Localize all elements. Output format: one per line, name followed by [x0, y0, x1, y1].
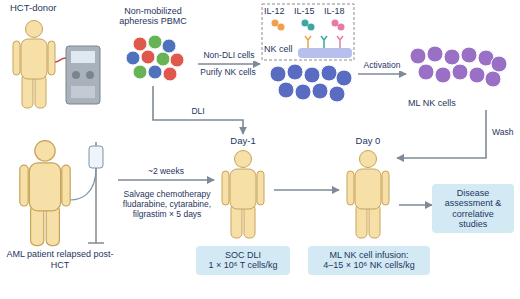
node-text: AML patient relapsed post-HCT [4, 249, 116, 270]
flow-arrow [274, 189, 339, 191]
patient-day-0 [347, 151, 389, 239]
edge-label: Activation [362, 61, 403, 71]
nk-activation-node: IL-12 IL-15 IL-18 NK cell [260, 2, 356, 106]
edge-label: DLI [189, 107, 206, 117]
cytokines [272, 20, 345, 31]
donor-node: HCT-donor [6, 3, 110, 111]
node-text: NK cell [264, 44, 293, 54]
node-text: 4–15 × 10⁶ NK cells/kg [313, 260, 425, 270]
donor-person [13, 21, 55, 109]
flow-arrow [397, 110, 486, 158]
day-minus-1-node: Day-1 [214, 134, 272, 242]
note-label: Purify NK cells [198, 68, 257, 78]
aml-patient [20, 141, 70, 246]
flow-arrow [358, 73, 406, 75]
node-text: 1 × 10⁶ T cells/kg [201, 260, 285, 270]
nk-membrane [298, 36, 352, 58]
day-0-node: Day 0 [339, 134, 397, 242]
pbmc-node: Non-mobilized apheresis PBMC [110, 6, 196, 84]
node-text: Non-mobilized apheresis PBMC [110, 6, 196, 27]
cytokine-frame [262, 4, 354, 60]
node-text: ML NK cell infusion: [313, 250, 425, 260]
node-text: IL-15 [294, 6, 315, 16]
pbmc-cluster [126, 35, 184, 81]
flow-arrow [153, 86, 243, 134]
assessment-box: Disease assessment & correlative studies [432, 184, 514, 233]
node-text: Disease assessment & correlative studies [437, 188, 509, 229]
node-text: IL-18 [324, 6, 345, 16]
node-text: ML NK cells [408, 98, 456, 108]
edge-label: Non-DLI cells [201, 51, 256, 61]
nk-cluster [270, 64, 352, 102]
node-text: IL-12 [264, 6, 285, 16]
ml-nk-cluster [410, 46, 507, 87]
node-text: Day-1 [214, 134, 272, 147]
aml-patient-node: AML patient relapsed post-HCT [4, 136, 116, 270]
flow-arrow [198, 63, 260, 65]
apheresis-machine [55, 46, 100, 104]
edge-label: Wash [490, 128, 515, 138]
patient-day-minus-1 [222, 151, 264, 239]
dli-box: SOC DLI1 × 10⁶ T cells/kg [196, 246, 290, 275]
iv-stand [70, 142, 104, 243]
edge-label: ~2 weeks [146, 167, 186, 177]
node-text: HCT-donor [6, 3, 110, 14]
node-text: Day 0 [339, 134, 397, 147]
flow-arrow [118, 179, 214, 181]
note-label: Salvage chemotherapy fludarabine, cytara… [118, 190, 216, 219]
ml-nk-node: ML NK cells [406, 46, 508, 108]
node-text: SOC DLI [201, 250, 285, 260]
flow-arrow [399, 204, 432, 206]
nk-infusion-box: ML NK cell infusion:4–15 × 10⁶ NK cells/… [308, 246, 430, 275]
